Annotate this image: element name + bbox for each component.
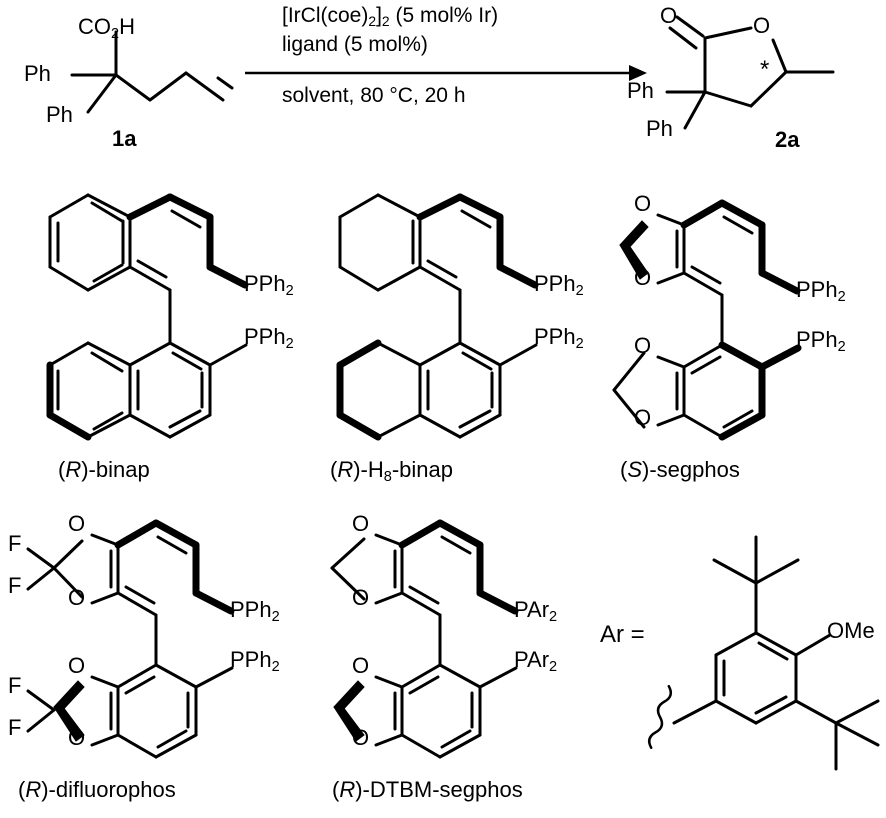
condition-ligand-line: ligand (5 mol%) (282, 33, 428, 56)
substrate-phenyl-top-label: Ph (24, 61, 51, 86)
segphos-oxygen-bottom-lower-label: O (634, 405, 652, 430)
ligand-segphos: O O O O PPh2 PPh2 (S)-segphos (592, 185, 886, 485)
substrate-carboxyl-label: CO2H (78, 14, 135, 43)
ar-substituent-structure (647, 535, 880, 771)
substrate-id-label: 1a (112, 126, 137, 151)
segphos-oxygen-top-upper-label: O (634, 191, 652, 216)
h8-binap-pph2-lower-label: PPh2 (534, 324, 584, 353)
h8-binap-structure (336, 193, 539, 441)
reaction-arrow (245, 65, 647, 81)
product-ring-oxygen-label: O (753, 13, 771, 38)
product-id-label: 2a (775, 127, 800, 152)
difluorophos-pph2-upper-label: PPh2 (230, 597, 280, 626)
difluorophos-caption: (R)-difluorophos (18, 777, 176, 802)
h8-binap-pph2-upper-label: PPh2 (534, 271, 584, 300)
dtbm-oxygen-bottom-upper-label: O (352, 653, 370, 678)
reaction-scheme-row: CO2H Ph Ph 1a [IrCl(coe)2]2 (5 mol% Ir) … (0, 0, 886, 175)
ar-equals-label: Ar = (600, 621, 645, 648)
product-carbonyl-oxygen-label: O (660, 3, 678, 28)
h8-binap-caption: (R)-H8-binap (330, 457, 453, 486)
condition-solvent-line: solvent, 80 °C, 20 h (282, 84, 466, 107)
difluorophos-structure (26, 519, 235, 759)
binap-pph2-upper-label: PPh2 (244, 271, 294, 300)
substrate-phenyl-bottom-label: Ph (46, 102, 73, 127)
binap-structure (46, 193, 249, 441)
substrate-structure (70, 30, 234, 114)
dtbm-par2-upper-label: PAr2 (514, 597, 558, 626)
segphos-oxygen-bottom-upper-label: O (634, 333, 652, 358)
product-structure (665, 15, 835, 130)
difluorophos-fluorine-top-lower-label: F (8, 573, 22, 598)
binap-caption: (R)-binap (58, 457, 150, 482)
ligand-dtbm-segphos: O O O O PAr2 PAr2 (R)-DTBM-segphos (300, 505, 594, 805)
difluorophos-oxygen-bottom-upper-label: O (68, 653, 86, 678)
difluorophos-oxygen-top-upper-label: O (68, 511, 86, 536)
difluorophos-fluorine-bottom-lower-label: F (8, 715, 22, 740)
difluorophos-fluorine-bottom-upper-label: F (8, 673, 22, 698)
segphos-pph2-lower-label: PPh2 (796, 327, 846, 356)
ligand-difluorophos: O O O O F F F F PPh2 PPh2 (R)-difluoroph… (8, 505, 302, 805)
dtbm-oxygen-top-lower-label: O (352, 585, 370, 610)
segphos-caption: (S)-segphos (620, 457, 740, 482)
segphos-pph2-upper-label: PPh2 (796, 277, 846, 306)
dtbm-segphos-structure (330, 519, 519, 759)
dtbm-segphos-caption: (R)-DTBM-segphos (332, 777, 523, 802)
ligand-binap: PPh2 PPh2 (R)-binap (10, 185, 300, 485)
dtbm-oxygen-bottom-lower-label: O (352, 725, 370, 750)
segphos-oxygen-top-lower-label: O (634, 265, 652, 290)
dtbm-par2-lower-label: PAr2 (514, 647, 558, 676)
difluorophos-oxygen-bottom-lower-label: O (68, 725, 86, 750)
ligand-h8-binap: PPh2 PPh2 (R)-H8-binap (300, 185, 590, 485)
difluorophos-oxygen-top-lower-label: O (68, 585, 86, 610)
dtbm-oxygen-top-upper-label: O (352, 511, 370, 536)
ar-definition-group: Ar = (596, 505, 886, 795)
product-phenyl-top-label: Ph (627, 78, 654, 103)
difluorophos-pph2-lower-label: PPh2 (230, 647, 280, 676)
ar-methoxy-label: OMe (827, 618, 875, 643)
product-phenyl-bottom-label: Ph (646, 116, 673, 141)
segphos-structure (612, 199, 802, 441)
binap-pph2-lower-label: PPh2 (244, 324, 294, 353)
difluorophos-fluorine-top-upper-label: F (8, 531, 22, 556)
condition-catalyst-line: [IrCl(coe)2]2 (5 mol% Ir) (282, 4, 499, 29)
stereocenter-asterisk: * (760, 56, 770, 83)
